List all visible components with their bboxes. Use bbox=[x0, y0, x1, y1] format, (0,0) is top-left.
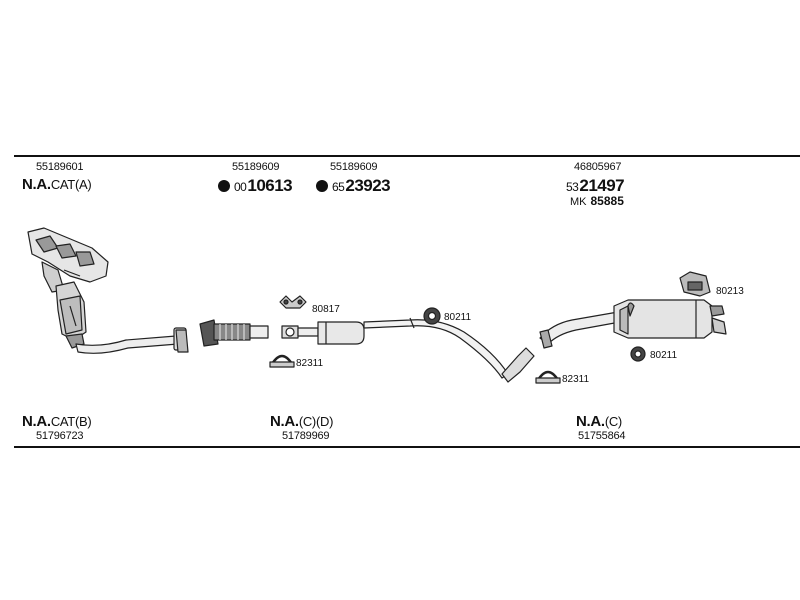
part-number-catalyst: 55189601 bbox=[36, 161, 84, 173]
ref-main: 23923 bbox=[345, 176, 391, 195]
na-label-c: N.A.(C) bbox=[576, 414, 622, 429]
label-hanger-top-right: 80213 bbox=[716, 286, 744, 297]
rubber-hanger-icon bbox=[679, 271, 711, 297]
ref-main: 21497 bbox=[579, 176, 625, 195]
rubber-hanger-icon bbox=[423, 307, 441, 325]
gasket-clamp-icon bbox=[279, 295, 307, 309]
label-pipe-clamp-rear: 82311 bbox=[562, 374, 590, 385]
part-number-front-pipe: 55189609 bbox=[232, 161, 280, 173]
middle-silencer bbox=[281, 317, 535, 383]
na-suffix: CAT(A) bbox=[50, 177, 92, 192]
label-gasket-clamp: 80817 bbox=[312, 304, 340, 315]
na-suffix: CAT(B) bbox=[50, 414, 92, 429]
rubber-hanger-icon bbox=[709, 305, 725, 317]
filled-circle-icon bbox=[218, 180, 230, 192]
rubber-hanger-icon bbox=[630, 346, 646, 362]
ref-prefix: 00 bbox=[234, 180, 247, 194]
na-suffix: (C) bbox=[604, 414, 622, 429]
flex-pipe bbox=[199, 319, 269, 347]
part-number-c: 51755864 bbox=[578, 430, 626, 442]
pipe-clamp-icon bbox=[535, 370, 561, 384]
mk-value: 85885 bbox=[590, 194, 624, 208]
label-hanger-mid: 80211 bbox=[444, 312, 472, 323]
rear-silencer bbox=[539, 299, 727, 349]
bottom-divider bbox=[14, 446, 800, 448]
label-hanger-rear: 80211 bbox=[650, 350, 678, 361]
ref-main: 10613 bbox=[247, 176, 293, 195]
catalytic-converter-manifold bbox=[27, 227, 109, 349]
na-text: N.A. bbox=[22, 176, 51, 193]
part-number-c-d: 51789969 bbox=[282, 430, 330, 442]
top-divider bbox=[14, 155, 800, 157]
pipe-clamp-icon bbox=[269, 354, 295, 368]
ref-prefix: 65 bbox=[332, 180, 345, 194]
na-text: N.A. bbox=[576, 413, 605, 430]
front-pipe bbox=[75, 327, 189, 354]
na-label-cat-a: N.A.CAT(A) bbox=[22, 176, 92, 193]
part-number-cat-b: 51796723 bbox=[36, 430, 84, 442]
part-number-rear-silencer: 46805967 bbox=[574, 161, 622, 173]
na-label-c-d: N.A.(C)(D) bbox=[270, 414, 333, 429]
na-text: N.A. bbox=[270, 413, 299, 430]
na-text: N.A. bbox=[22, 413, 51, 430]
part-number-middle-silencer: 55189609 bbox=[330, 161, 378, 173]
na-label-cat-b: N.A.CAT(B) bbox=[22, 413, 92, 430]
na-suffix: (C)(D) bbox=[298, 414, 334, 429]
mk-label: MK bbox=[570, 196, 587, 208]
ref-prefix: 53 bbox=[566, 180, 579, 194]
filled-circle-icon bbox=[316, 180, 328, 192]
label-pipe-clamp-front: 82311 bbox=[296, 358, 324, 369]
